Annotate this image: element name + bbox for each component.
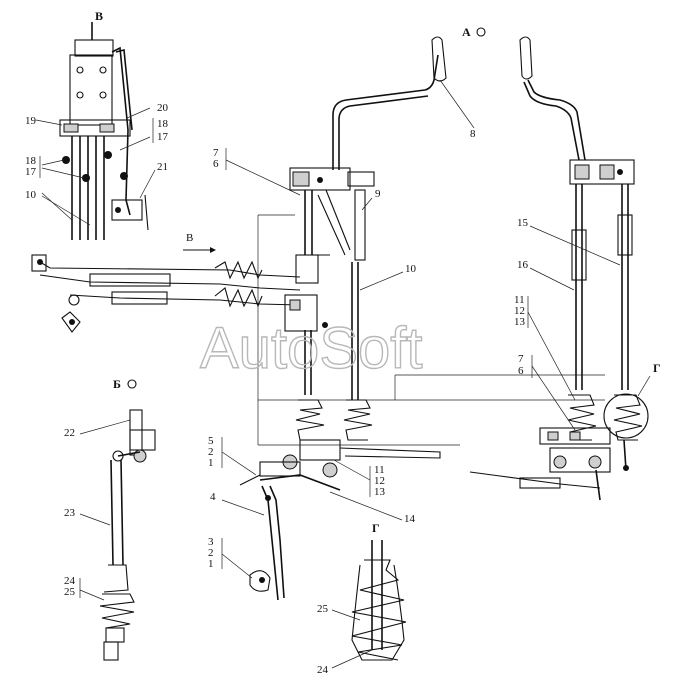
callout-9: 9	[375, 188, 381, 200]
housing-block	[289, 167, 351, 191]
callout-18b: 18	[25, 155, 37, 167]
callout-24: 24	[64, 575, 76, 587]
callout-17b: 17	[25, 166, 37, 178]
callout-13: 13	[514, 316, 526, 328]
cable	[69, 294, 301, 306]
boot	[613, 394, 643, 441]
knob	[104, 151, 112, 159]
rod-9	[354, 189, 366, 261]
detail-g-label: Г	[372, 521, 380, 535]
bracket	[129, 409, 143, 456]
callout-3: 3	[208, 536, 214, 548]
knob	[120, 172, 128, 180]
view-arrow: В	[183, 232, 216, 253]
callout-23: 23	[64, 507, 76, 519]
callout-17: 17	[157, 131, 169, 143]
top-bracket	[74, 39, 114, 57]
callout-1: 1	[208, 457, 214, 469]
watermark: AutoSoft	[200, 316, 422, 381]
cable	[39, 274, 301, 291]
callout-6: 6	[213, 158, 219, 170]
callout-13b: 13	[374, 486, 386, 498]
bracket-plate	[144, 194, 149, 231]
callout-2: 2	[208, 446, 214, 458]
clamp	[63, 123, 79, 133]
callouts: 19 20 18 17 18 17 21 10 7 6 8 9 10 15 16…	[25, 79, 621, 676]
boot	[343, 399, 373, 441]
callout-12b: 12	[374, 475, 385, 487]
callout-18: 18	[157, 118, 169, 130]
callout-5: 5	[208, 435, 214, 447]
view-arrow-label: В	[186, 232, 193, 244]
callout-14: 14	[404, 513, 416, 525]
view-a-assembly: А Г	[462, 25, 661, 501]
bolt	[76, 66, 84, 74]
bolt	[99, 91, 107, 99]
bolt	[76, 91, 84, 99]
callout-8: 8	[470, 128, 476, 140]
clamp	[99, 123, 115, 133]
gear-rod	[339, 447, 441, 459]
callout-11: 11	[514, 294, 525, 306]
bellows	[214, 287, 263, 308]
callout-2b: 2	[208, 547, 214, 559]
section-label-b: Б	[113, 377, 121, 391]
callout-22: 22	[64, 427, 75, 439]
boot	[351, 559, 407, 661]
callout-20: 20	[157, 102, 169, 114]
callout-4: 4	[210, 491, 216, 503]
callout-24b: 24	[317, 664, 329, 676]
bellows	[214, 260, 263, 280]
detail-circle-g	[603, 393, 649, 439]
lever-knob	[519, 36, 533, 80]
shift-rod	[261, 485, 279, 601]
callout-15: 15	[517, 217, 529, 229]
mid-bracket	[284, 294, 318, 332]
callout-25b: 25	[317, 603, 329, 615]
lever-arm	[115, 48, 133, 131]
detail-g: Г	[351, 521, 407, 661]
callout-7b: 7	[518, 353, 524, 365]
callout-10: 10	[25, 189, 37, 201]
mounting-plate	[69, 54, 113, 126]
view-v-assembly: В	[35, 9, 156, 240]
boot	[99, 593, 135, 629]
knob	[82, 174, 90, 182]
cable	[39, 261, 301, 278]
cross-bar	[59, 119, 131, 137]
rod-23	[110, 459, 114, 566]
gearbox-top	[299, 439, 341, 461]
callout-21: 21	[157, 161, 168, 173]
bolt	[115, 207, 121, 213]
boot	[295, 399, 325, 441]
callout-25: 25	[64, 586, 76, 598]
callout-12: 12	[514, 305, 525, 317]
callout-7: 7	[213, 147, 219, 159]
hand-lever	[332, 54, 439, 170]
lever-knob	[431, 36, 447, 82]
hand-lever	[527, 79, 586, 161]
lever-arm	[111, 46, 131, 216]
callout-16: 16	[517, 259, 529, 271]
section-label-v: В	[95, 9, 103, 23]
bracket	[111, 199, 143, 221]
bolt	[99, 66, 107, 74]
callout-10b: 10	[405, 263, 417, 275]
section-label-g: Г	[653, 361, 661, 375]
main-assembly	[31, 36, 605, 601]
callout-1b: 1	[208, 558, 214, 570]
callout-19: 19	[25, 115, 37, 127]
view-b-assembly: Б	[99, 377, 156, 661]
cable	[469, 471, 601, 489]
section-label-a: А	[462, 25, 471, 39]
knob	[62, 156, 70, 164]
callout-11b: 11	[374, 464, 385, 476]
callout-6b: 6	[518, 365, 524, 377]
